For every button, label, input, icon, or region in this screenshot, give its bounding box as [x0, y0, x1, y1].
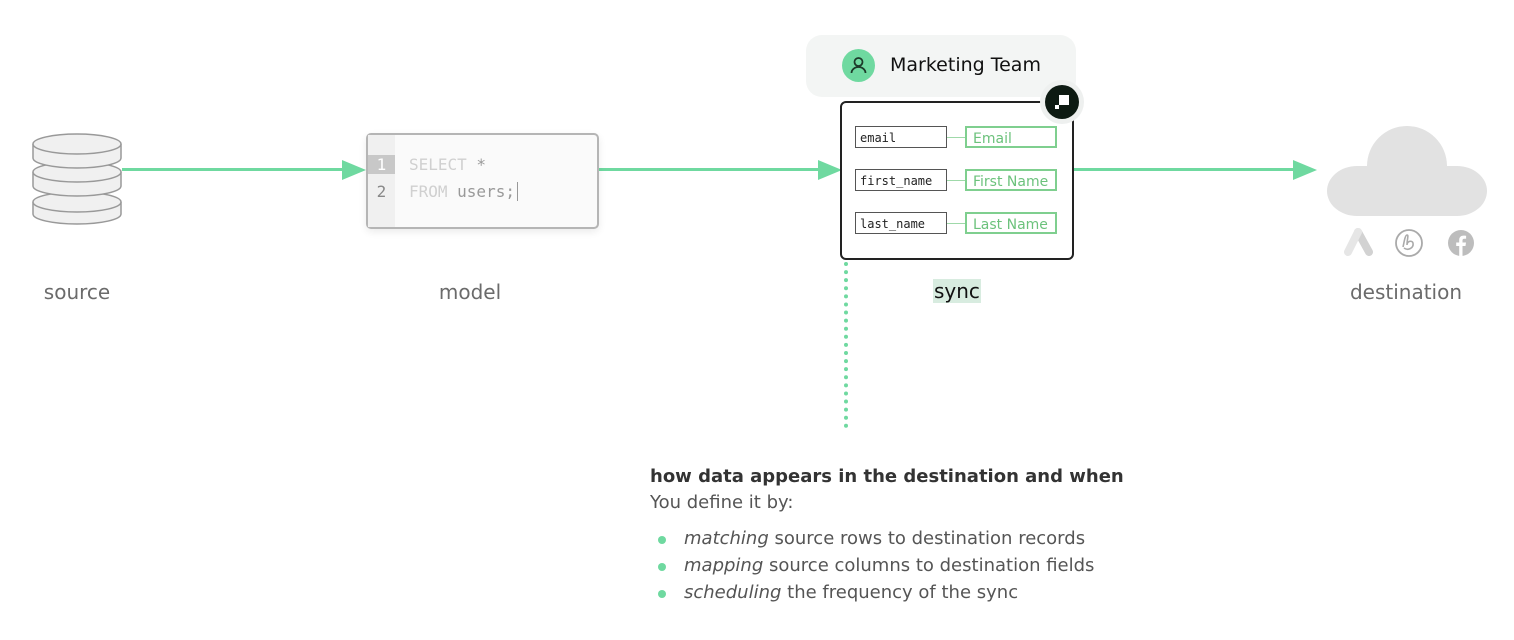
description-list: matching source rows to destination reco…	[650, 525, 1250, 606]
stage-label-source: source	[43, 280, 111, 304]
destination-field: Last Name	[965, 212, 1057, 234]
mapping-arrow	[947, 180, 965, 181]
facebook-icon	[1448, 230, 1474, 256]
emphasis: scheduling	[684, 582, 782, 603]
sql-text: users;	[447, 182, 515, 201]
stage-label-destination: destination	[1349, 280, 1463, 304]
emphasis: matching	[684, 528, 769, 549]
dotted-connector	[844, 262, 848, 428]
braze-icon	[1395, 229, 1423, 257]
source-field: first_name	[855, 169, 947, 191]
user-icon	[842, 49, 875, 82]
stage-label-model: model	[438, 280, 502, 304]
mapping-arrow	[947, 137, 965, 138]
editor-gutter	[368, 135, 395, 227]
code-line: 1 SELECT *	[368, 155, 486, 174]
list-item: mapping source columns to destination fi…	[650, 552, 1250, 579]
source-field: last_name	[855, 212, 947, 234]
description-heading: how data appears in the destination and …	[650, 466, 1124, 487]
sync-description: how data appears in the destination and …	[650, 465, 1250, 606]
destination-field: Email	[965, 126, 1057, 148]
cloud-icon	[1327, 126, 1487, 216]
sql-keyword: SELECT	[409, 155, 467, 174]
emphasis: mapping	[684, 555, 764, 576]
hightouch-logo-icon	[1040, 80, 1084, 124]
item-text: source columns to destination fields	[763, 555, 1095, 576]
stage-label-sync: sync	[933, 279, 981, 303]
line-number: 1	[368, 155, 395, 174]
flow-line	[122, 168, 347, 171]
mapping-arrow	[947, 223, 965, 224]
description-intro: You define it by:	[650, 492, 794, 513]
team-header: Marketing Team	[806, 35, 1076, 97]
text-cursor	[516, 182, 528, 201]
line-number: 2	[376, 182, 387, 201]
arrowhead-icon	[342, 160, 366, 180]
arrowhead-icon	[1293, 160, 1317, 180]
item-text: source rows to destination records	[768, 528, 1086, 549]
arrowhead-icon	[818, 160, 842, 180]
list-item: matching source rows to destination reco…	[650, 525, 1250, 552]
sql-keyword: FROM	[409, 182, 448, 201]
list-item: scheduling the frequency of the sync	[650, 579, 1250, 606]
sql-editor: 1 SELECT * 2 FROM users;	[366, 133, 599, 229]
source-field: email	[855, 126, 947, 148]
destination-field: First Name	[965, 169, 1057, 191]
database-icon	[32, 133, 122, 225]
flow-line	[597, 168, 822, 171]
team-name: Marketing Team	[890, 54, 1041, 76]
code-line: 2 FROM users;	[368, 182, 528, 201]
flow-line	[1072, 168, 1297, 171]
sql-text: *	[466, 155, 487, 174]
item-text: the frequency of the sync	[781, 582, 1019, 603]
google-ads-icon	[1344, 228, 1373, 256]
field-mapping-card: email Email first_name First Name last_n…	[840, 101, 1074, 260]
